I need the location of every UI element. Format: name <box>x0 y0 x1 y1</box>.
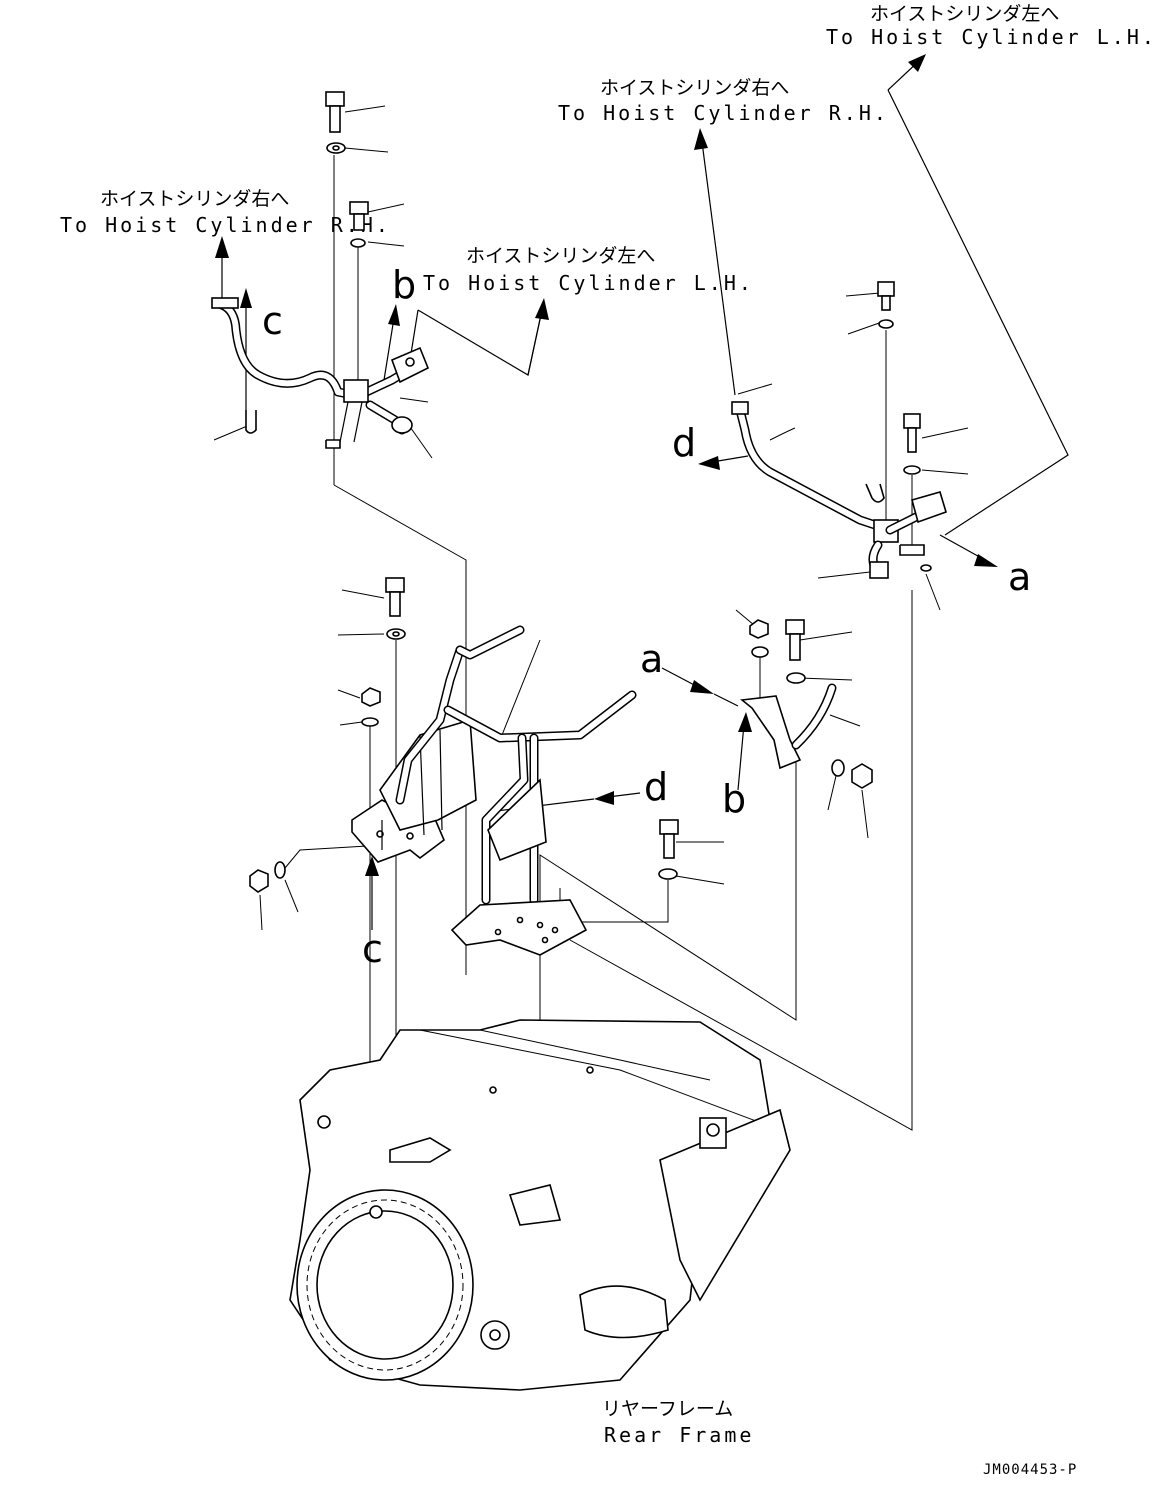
label-upper-mid-en: To Hoist Cylinder R.H. <box>558 101 889 125</box>
callout-c-bottom: c <box>362 927 383 971</box>
arrow-group <box>215 54 998 930</box>
label-left-jp: ホイストシリンダ右へ <box>100 188 289 210</box>
label-top-right-en: To Hoist Cylinder L.H. <box>826 25 1155 49</box>
callout-a-mid: a <box>640 637 663 681</box>
label-left-en: To Hoist Cylinder R.H. <box>60 213 391 237</box>
pipe-assembly-right <box>731 281 947 579</box>
callout-b-mid: b <box>722 777 746 821</box>
callout-a-right: a <box>1008 555 1031 599</box>
drawing-code: JM004453-P <box>983 1462 1077 1478</box>
label-frame-jp: リヤーフレーム <box>602 1398 733 1420</box>
pipe-assembly-left <box>211 297 430 449</box>
bolt-group-top-left <box>325 91 369 248</box>
bracket-assembly-left <box>351 577 637 863</box>
callout-d-right: d <box>672 421 696 465</box>
rear-frame <box>289 1019 791 1391</box>
bracket-assembly-right <box>740 619 873 789</box>
nut-group-lower-left <box>249 861 286 893</box>
label-center-en: To Hoist Cylinder L.H. <box>423 271 754 295</box>
label-center-jp: ホイストシリンダ左へ <box>466 245 655 267</box>
callout-c-top: c <box>262 299 283 343</box>
stand-assembly <box>450 733 679 956</box>
label-frame-en: Rear Frame <box>604 1423 754 1447</box>
label-upper-mid-jp: ホイストシリンダ右へ <box>600 77 789 99</box>
label-top-right-jp: ホイストシリンダ左へ <box>870 3 1059 25</box>
callout-d-mid: d <box>644 765 668 809</box>
callout-b-top: b <box>392 263 416 307</box>
